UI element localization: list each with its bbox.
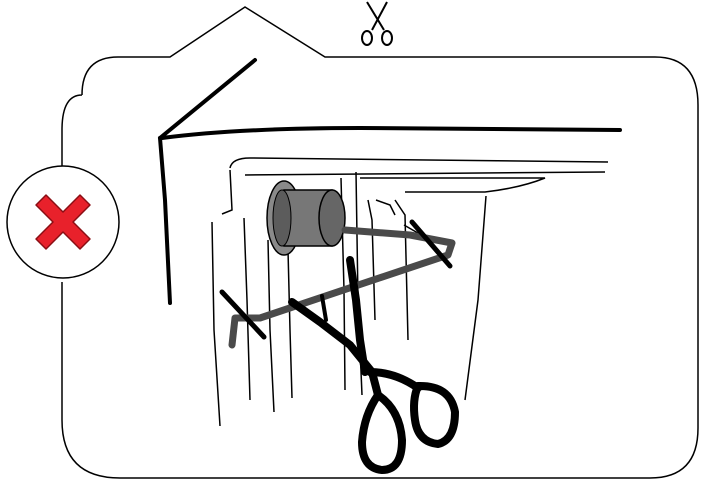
thread-path	[232, 230, 452, 345]
callout-frame	[62, 7, 698, 478]
scissors-icon	[362, 2, 392, 45]
thread-spool	[267, 181, 345, 255]
prohibited-badge	[7, 166, 119, 278]
machine-head-outline	[160, 60, 620, 303]
